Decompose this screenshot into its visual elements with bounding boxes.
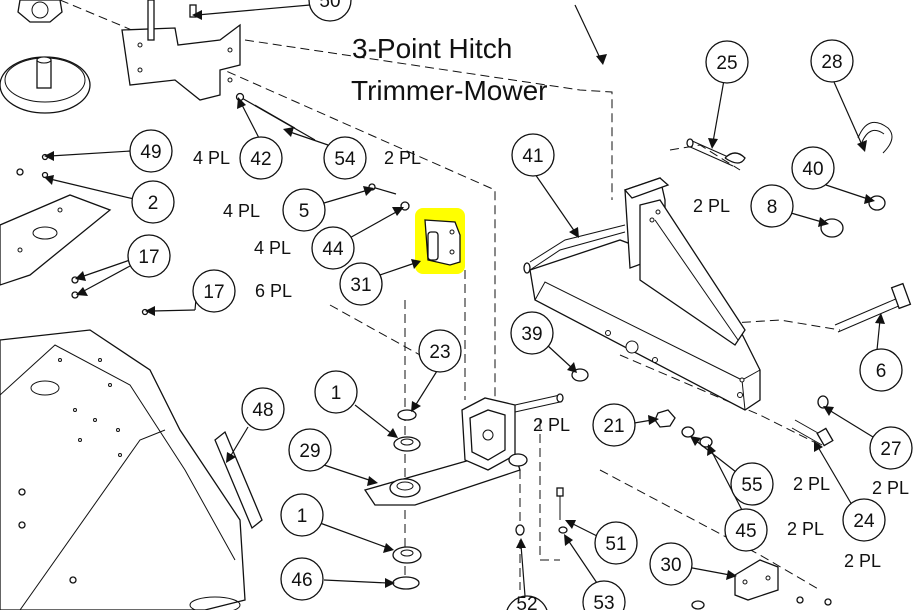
callout-27: 27 <box>869 426 913 470</box>
callout-29: 29 <box>288 428 332 472</box>
callout-39: 39 <box>510 311 554 355</box>
callout-1a: 1 <box>314 370 358 414</box>
callout-30: 30 <box>649 542 693 586</box>
callout-40: 40 <box>791 146 835 190</box>
note-2pl-d: 2 PL <box>793 474 830 494</box>
note-4pl-c: 4 PL <box>254 238 291 258</box>
note-2pl-a: 2 PL <box>384 148 421 168</box>
callout-46: 46 <box>280 557 324 601</box>
callout-31-label: 31 <box>350 275 371 296</box>
callout-17a: 17 <box>127 234 171 278</box>
bracket-30 <box>691 559 832 610</box>
pivot-arm-29 <box>363 393 564 506</box>
callout-5-label: 5 <box>299 201 310 222</box>
title-line-2: Trimmer-Mower <box>351 75 548 106</box>
callout-leaders <box>44 4 885 597</box>
callout-bubbles: 50 25 28 49 42 54 41 40 <box>127 0 913 615</box>
callout-45: 45 <box>724 508 768 552</box>
callout-53: 53 <box>582 580 626 615</box>
quantity-notes: 4 PL 2 PL 4 PL 4 PL 6 PL 2 PL 2 PL 2 PL … <box>193 148 909 571</box>
callout-1b: 1 <box>280 493 324 537</box>
callout-2: 2 <box>131 180 175 224</box>
callout-25-label: 25 <box>716 53 737 74</box>
note-4pl-a: 4 PL <box>193 148 230 168</box>
callout-28-label: 28 <box>821 52 842 73</box>
callout-39-label: 39 <box>521 324 542 345</box>
callout-48-label: 48 <box>252 400 273 421</box>
callout-44-label: 44 <box>322 239 344 260</box>
note-2pl-g: 2 PL <box>844 551 881 571</box>
callout-5: 5 <box>282 188 326 232</box>
bearings-and-washers <box>392 368 589 590</box>
callout-42-label: 42 <box>250 149 271 170</box>
note-2pl-b: 2 PL <box>693 196 730 216</box>
callout-25: 25 <box>705 40 749 84</box>
callout-40-label: 40 <box>802 159 823 180</box>
callout-8-label: 8 <box>767 197 778 218</box>
callout-6: 6 <box>859 348 903 392</box>
callout-23: 23 <box>418 329 462 373</box>
callout-44: 44 <box>311 226 355 270</box>
note-2pl-f: 2 PL <box>787 519 824 539</box>
callout-6-label: 6 <box>876 361 887 382</box>
callout-17b: 17 <box>192 269 236 313</box>
callout-52: 52 <box>505 594 549 615</box>
callout-24: 24 <box>842 498 886 542</box>
note-2pl-c: 2 PL <box>533 415 570 435</box>
callout-45-label: 45 <box>735 521 756 542</box>
callout-31: 31 <box>339 262 383 306</box>
hardware-right <box>654 395 834 448</box>
callout-17b-label: 17 <box>203 282 224 303</box>
callout-30-label: 30 <box>660 555 681 576</box>
callout-23-label: 23 <box>429 342 450 363</box>
callout-17a-label: 17 <box>138 247 159 268</box>
callout-50: 50 <box>308 0 352 22</box>
highlighted-part-31 <box>415 208 465 274</box>
callout-2-label: 2 <box>148 193 159 214</box>
bracket-50 <box>121 0 241 101</box>
callout-29-label: 29 <box>299 441 320 462</box>
note-6pl: 6 PL <box>255 281 292 301</box>
callout-51-label: 51 <box>605 534 626 555</box>
callout-53-label: 53 <box>593 593 614 610</box>
callout-41: 41 <box>511 133 555 177</box>
note-4pl-b: 4 PL <box>223 201 260 221</box>
callout-52-label: 52 <box>516 594 537 610</box>
fasteners-51-53 <box>515 487 568 536</box>
callout-21-label: 21 <box>603 416 624 437</box>
callout-1a-label: 1 <box>331 383 342 404</box>
bolt-group-top <box>235 92 410 211</box>
callout-28: 28 <box>810 39 854 83</box>
title-line-1: 3-Point Hitch <box>352 33 512 64</box>
callout-21: 21 <box>592 403 636 447</box>
callout-49-label: 49 <box>140 142 161 163</box>
callout-27-label: 27 <box>880 439 901 460</box>
callout-48: 48 <box>241 387 285 431</box>
callout-24-label: 24 <box>853 511 875 532</box>
callout-41-label: 41 <box>522 146 543 167</box>
callout-55: 55 <box>730 462 774 506</box>
callout-54: 54 <box>323 136 367 180</box>
callout-42: 42 <box>239 136 283 180</box>
callout-55-label: 55 <box>741 475 762 496</box>
callout-8: 8 <box>750 184 794 228</box>
note-2pl-e: 2 PL <box>872 478 909 498</box>
left-frame-assembly <box>0 0 246 614</box>
hitch-frame-41 <box>523 177 761 411</box>
callout-49: 49 <box>129 129 173 173</box>
callout-50-label: 50 <box>319 0 340 12</box>
callout-46-label: 46 <box>291 570 312 591</box>
callout-51: 51 <box>594 521 638 565</box>
callout-54-label: 54 <box>334 149 356 170</box>
callout-1b-label: 1 <box>297 506 308 527</box>
